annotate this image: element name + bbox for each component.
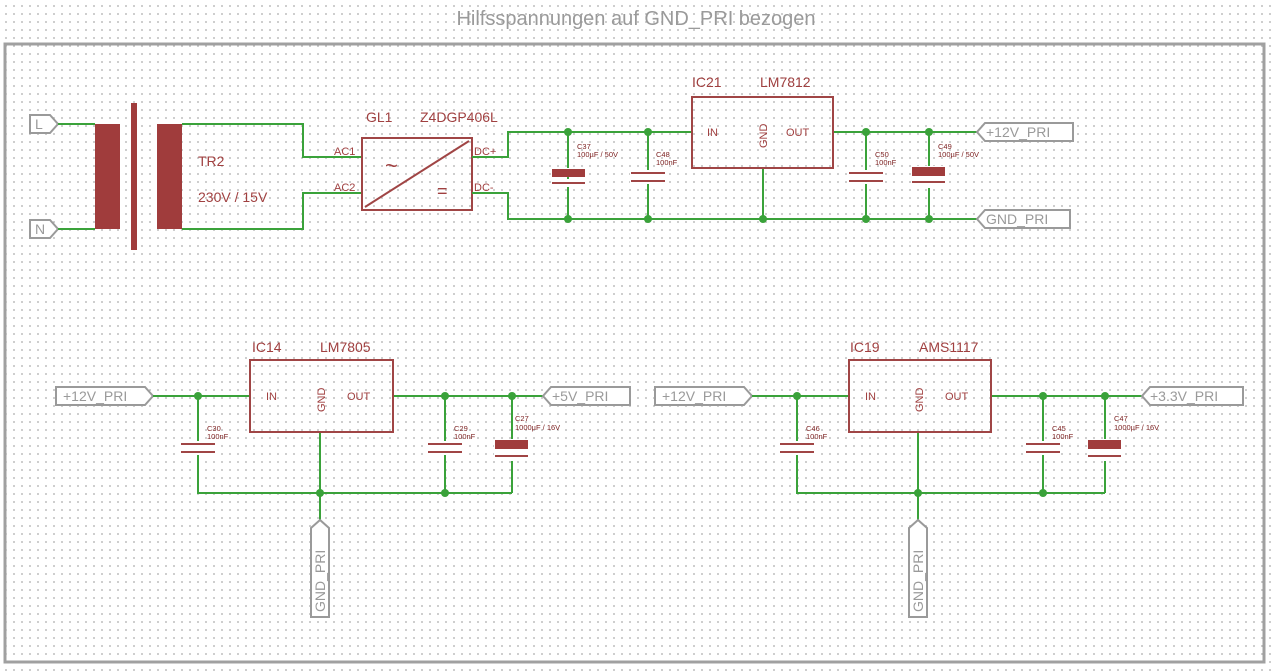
svg-text:1000µF / 16V: 1000µF / 16V <box>515 423 560 432</box>
port-12v-pri-out[interactable]: +12V_PRI <box>975 122 1074 142</box>
svg-text:+12V_PRI: +12V_PRI <box>63 388 127 404</box>
svg-text:C37: C37 <box>577 142 591 151</box>
transformer-value: 230V / 15V <box>198 189 268 205</box>
rectifier-value: Z4DGP406L <box>420 109 498 125</box>
svg-text:100µF / 50V: 100µF / 50V <box>938 150 979 159</box>
input-port-n[interactable]: N <box>29 219 60 239</box>
regulator-ic14[interactable]: IC14 LM7805 IN OUT GND <box>249 339 394 433</box>
wires-ic14 <box>153 392 543 520</box>
svg-text:IN: IN <box>707 127 718 139</box>
svg-text:N: N <box>35 221 45 237</box>
svg-text:+3.3V_PRI: +3.3V_PRI <box>1150 388 1218 404</box>
svg-text:~: ~ <box>385 153 398 178</box>
svg-text:GND: GND <box>316 388 328 413</box>
svg-text:100nF: 100nF <box>1052 432 1074 441</box>
svg-text:GND: GND <box>758 124 770 149</box>
svg-text:C46: C46 <box>806 424 820 433</box>
svg-text:AC2: AC2 <box>334 182 355 194</box>
svg-text:1000µF / 16V: 1000µF / 16V <box>1114 423 1159 432</box>
rectifier-gl1[interactable]: ~ = GL1 Z4DGP406L AC1 AC2 DC+ DC- <box>334 109 498 211</box>
svg-text:100nF: 100nF <box>454 432 476 441</box>
svg-text:OUT: OUT <box>786 127 810 139</box>
svg-text:C30: C30 <box>207 424 221 433</box>
sheet-title: Hilfsspannungen auf GND_PRI bezogen <box>456 8 815 30</box>
regulator-value: LM7812 <box>760 74 811 90</box>
svg-text:C48: C48 <box>656 150 670 159</box>
capacitor-c50[interactable]: C50 100nF <box>848 150 897 184</box>
port-12v-pri-in-b[interactable]: +12V_PRI <box>654 386 754 406</box>
port-gnd-pri-a[interactable]: GND_PRI <box>310 518 330 618</box>
port-5v-pri-out[interactable]: +5V_PRI <box>541 386 631 406</box>
svg-text:IN: IN <box>266 391 277 403</box>
capacitor-c37[interactable]: C37 100µF / 50V <box>551 142 618 187</box>
port-gnd-pri-out[interactable]: GND_PRI <box>975 209 1071 229</box>
svg-text:100nF: 100nF <box>207 432 229 441</box>
svg-text:100µF / 50V: 100µF / 50V <box>577 150 618 159</box>
svg-text:+12V_PRI: +12V_PRI <box>986 124 1050 140</box>
svg-text:100nF: 100nF <box>875 158 897 167</box>
svg-text:GND: GND <box>914 388 926 413</box>
regulator-ref: IC21 <box>692 74 722 90</box>
transformer-tr2[interactable]: TR2 230V / 15V <box>95 103 268 250</box>
svg-text:C29: C29 <box>454 424 468 433</box>
svg-text:OUT: OUT <box>347 391 371 403</box>
svg-text:OUT: OUT <box>945 391 969 403</box>
input-port-l[interactable]: L <box>29 114 60 134</box>
sheet-frame <box>3 42 1266 664</box>
capacitor-c49[interactable]: C49 100µF / 50V <box>911 142 979 188</box>
capacitor-c29[interactable]: C29 100nF <box>427 424 476 455</box>
svg-text:=: = <box>437 181 448 201</box>
wires-top-rail <box>472 128 977 223</box>
regulator-ref: IC14 <box>252 339 282 355</box>
capacitor-c45[interactable]: C45 100nF <box>1025 424 1074 455</box>
svg-text:100nF: 100nF <box>806 432 828 441</box>
capacitor-c30[interactable]: C30 100nF <box>180 424 229 455</box>
wires-ic19 <box>752 392 1142 520</box>
svg-text:GND_PRI: GND_PRI <box>986 211 1048 227</box>
capacitor-c47[interactable]: C47 1000µF / 16V <box>1087 414 1159 461</box>
regulator-value: LM7805 <box>320 339 371 355</box>
capacitor-c48[interactable]: C48 100nF <box>630 150 678 184</box>
svg-text:GND_PRI: GND_PRI <box>910 550 926 612</box>
svg-text:100nF: 100nF <box>656 158 678 167</box>
svg-text:C50: C50 <box>875 150 889 159</box>
port-3v3-pri-out[interactable]: +3.3V_PRI <box>1140 386 1244 406</box>
svg-text:L: L <box>35 116 43 132</box>
regulator-value: AMS1117 <box>919 339 979 355</box>
svg-text:C47: C47 <box>1114 414 1128 423</box>
svg-text:+5V_PRI: +5V_PRI <box>552 388 608 404</box>
regulator-ic21[interactable]: IC21 LM7812 IN OUT GND <box>691 74 834 169</box>
svg-text:C27: C27 <box>515 414 529 423</box>
svg-text:GND_PRI: GND_PRI <box>312 550 328 612</box>
rectifier-ref: GL1 <box>366 109 393 125</box>
capacitor-c27[interactable]: C27 1000µF / 16V <box>494 414 560 461</box>
port-12v-pri-in-a[interactable]: +12V_PRI <box>55 386 155 406</box>
capacitor-c46[interactable]: C46 100nF <box>779 424 828 455</box>
wires-transformer <box>58 123 362 230</box>
port-gnd-pri-b[interactable]: GND_PRI <box>908 518 928 618</box>
svg-text:+12V_PRI: +12V_PRI <box>662 388 726 404</box>
svg-text:DC+: DC+ <box>474 146 496 158</box>
svg-text:AC1: AC1 <box>334 146 355 158</box>
regulator-ic19[interactable]: IC19 AMS1117 IN OUT GND <box>848 339 992 433</box>
svg-text:IN: IN <box>865 391 876 403</box>
svg-text:C49: C49 <box>938 142 952 151</box>
regulator-ref: IC19 <box>850 339 880 355</box>
svg-text:C45: C45 <box>1052 424 1066 433</box>
transformer-ref: TR2 <box>198 153 225 169</box>
svg-text:DC-: DC- <box>474 182 494 194</box>
